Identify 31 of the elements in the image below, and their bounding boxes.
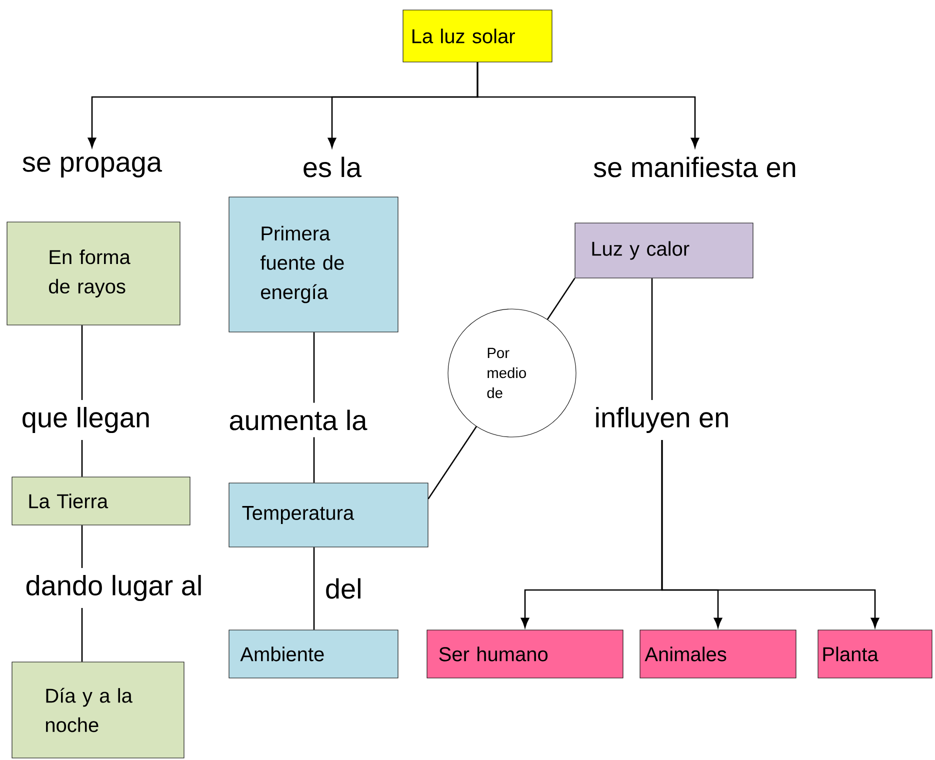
linking-phrase: influyen en [596,406,728,434]
concept-box: Temperatura [228,482,428,548]
connector-line [651,278,653,400]
connector-line [313,547,315,630]
connector-line [81,440,83,477]
linking-phrase: que llegan [22,406,149,434]
connector-line [428,426,477,500]
concept-box: Ambiente [228,630,398,678]
connector-line [546,278,576,320]
edge-label: del [322,576,365,602]
arrow [476,62,700,148]
arrow [661,440,880,628]
connector-line [313,332,315,403]
connector-line [313,437,315,483]
linking-phrase: se propaga [22,156,162,178]
concept-box: Primera fuente de energía [228,196,398,332]
connector-line [81,325,83,400]
linking-phrase: dando lugar al [26,574,201,602]
concept-box: La Tierra [12,476,190,526]
concept-box: Animales [640,630,796,678]
linking-phrase: se manifiesta en [594,156,796,178]
connector-line [81,608,83,662]
concept-box: Luz y calor [574,222,754,278]
concept-box: La luz solar [402,10,552,62]
concept-box: Planta [818,630,932,678]
connector-line [81,525,83,568]
linking-phrase: es la [304,156,362,178]
concept-box: Día y a la noche [12,662,184,758]
linking-phrase: aumenta la [230,410,368,430]
concept-box: Ser humano [426,630,624,678]
concept-box: En forma de rayos [6,222,180,326]
